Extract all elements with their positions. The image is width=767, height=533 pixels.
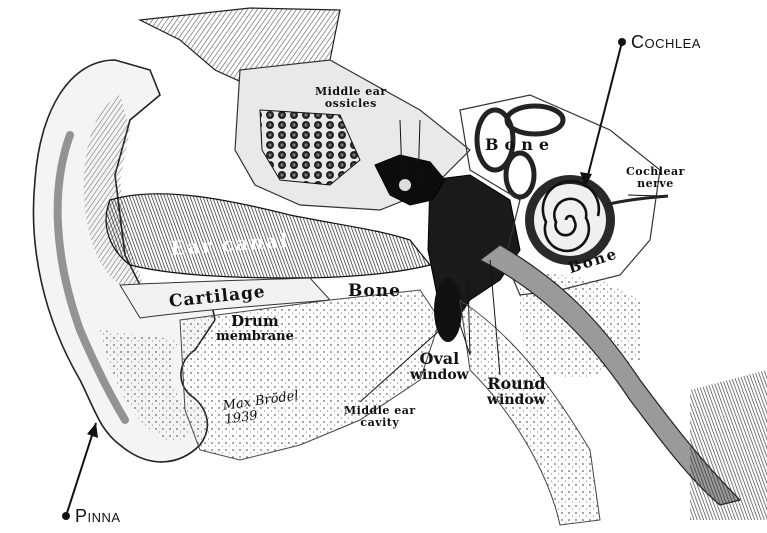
label-drum-membrane-line2: membrane: [216, 329, 294, 344]
label-round-window: Round window: [487, 375, 546, 409]
label-oval-window-line2: window: [410, 367, 469, 384]
label-oval-window-line1: Oval: [410, 350, 469, 367]
label-round-window-line2: window: [487, 392, 546, 409]
label-drum-membrane: Drum membrane: [216, 314, 294, 344]
label-middle-ear-cavity-line2: cavity: [344, 417, 416, 429]
label-middle-ear-cavity: Middle ear cavity: [344, 405, 416, 429]
callout-pinna-label: Pinna: [75, 506, 121, 527]
tube-end-hatch: [690, 370, 767, 520]
label-bone-top: Bone: [485, 135, 555, 154]
label-drum-membrane-line1: Drum: [216, 314, 294, 329]
label-round-window-line1: Round: [487, 375, 546, 392]
label-cochlear-nerve: Cochlear nerve: [626, 166, 685, 190]
label-bone-mid: Bone: [348, 281, 401, 301]
cochlear-nerve: [605, 196, 668, 205]
label-oval-window: Oval window: [410, 350, 469, 384]
ossicle-highlight: [399, 179, 411, 191]
label-middle-ear-ossicles-line2: ossicles: [315, 98, 387, 110]
tympanic-opening: [434, 278, 462, 342]
label-cochlear-nerve-line2: nerve: [626, 178, 685, 190]
callout-cochlea-arrow: [580, 38, 626, 187]
callout-cochlea-label: Cochlea: [631, 32, 701, 53]
label-middle-ear-ossicles: Middle ear ossicles: [315, 86, 387, 110]
